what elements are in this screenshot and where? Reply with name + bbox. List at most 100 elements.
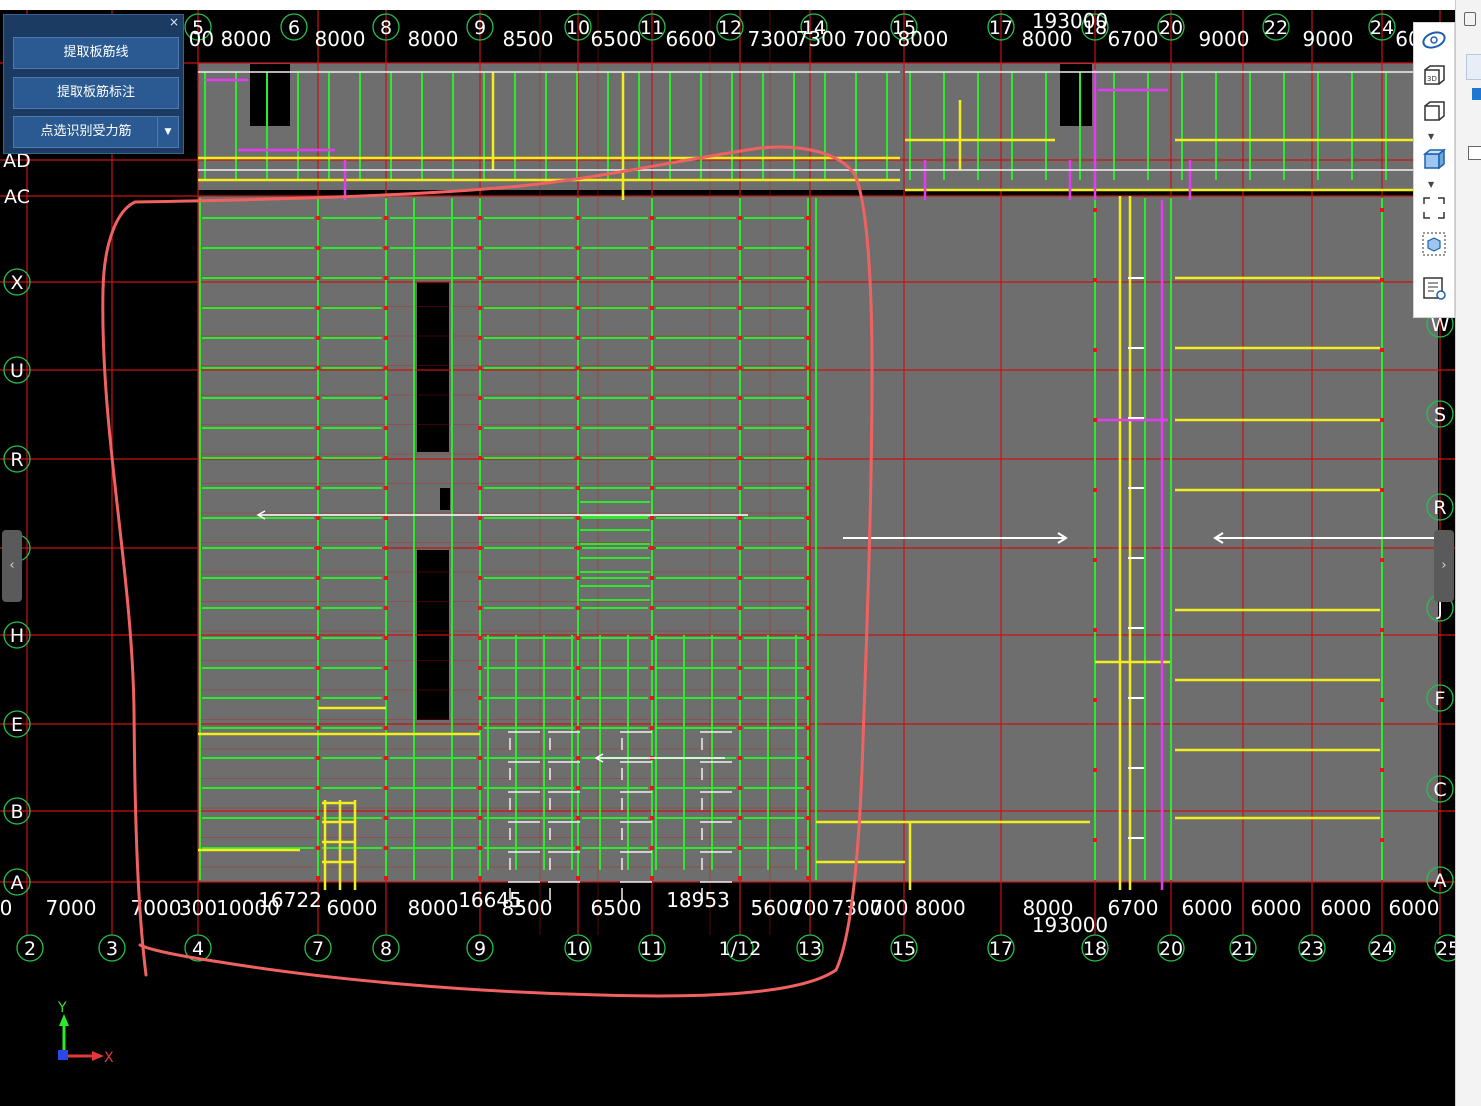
right-collapse-tab[interactable]: › (1434, 530, 1454, 602)
rebar-end-mark (316, 486, 320, 490)
top-axis-bubble-label: 24 (1370, 17, 1394, 39)
rebar-end-mark (806, 216, 810, 220)
rebar-end-mark (478, 516, 482, 520)
rebar-end-mark (650, 426, 654, 430)
rebar-end-mark (806, 726, 810, 730)
right-axis-bubble-circle (1426, 684, 1454, 712)
bottom-total-dimension-text: 193000 (1032, 913, 1108, 937)
bottom-dimension-text: 6500 (591, 896, 642, 920)
checkbox-icon[interactable] (1472, 88, 1481, 100)
rebar-end-mark (384, 486, 388, 490)
close-icon[interactable]: × (168, 15, 179, 29)
extract-slab-rebar-annotation-button[interactable]: 提取板筋标注 (13, 77, 179, 109)
rebar-end-mark (478, 486, 482, 490)
bottom-axis-bubble-circle (638, 934, 666, 962)
rebar-end-mark (316, 876, 320, 880)
top-dimension-text: 7300 (748, 27, 799, 51)
rebar-end-mark (738, 396, 742, 400)
top-dimension-text: 7300 700 8000 (796, 27, 949, 51)
zoom-extents-icon[interactable] (1420, 195, 1448, 221)
rebar-end-mark (384, 726, 388, 730)
select-3d-icon[interactable] (1420, 231, 1448, 257)
bottom-dimension-text: 6000 (1251, 896, 1302, 920)
rebar-end-mark (806, 486, 810, 490)
top-axis-bubble-circle (716, 13, 744, 41)
rebar-end-mark (316, 456, 320, 460)
right-axis-bubble-circle (1426, 493, 1454, 521)
rebar-end-mark (650, 486, 654, 490)
orbit-icon[interactable] (1420, 27, 1448, 53)
rebar-end-mark (738, 456, 742, 460)
rebar-end-mark (738, 486, 742, 490)
pane-tab[interactable] (1466, 54, 1481, 80)
rebar-end-mark (384, 576, 388, 580)
bottom-dimension-text: 10000 (216, 896, 280, 920)
box-view-icon[interactable] (1420, 99, 1448, 125)
pick-identify-stress-rebar-button[interactable]: 点选识别受力筋 ▼ (13, 116, 179, 148)
right-axis-bubble-circle (1426, 400, 1454, 428)
top-dimension-text: 8000 (315, 27, 366, 51)
rebar-end-mark (1380, 768, 1384, 772)
extract-slab-rebar-line-button[interactable]: 提取板筋线 (13, 37, 179, 69)
opening (440, 488, 450, 510)
lock-icon[interactable] (1464, 12, 1476, 26)
rebar-end-mark (384, 276, 388, 280)
box-solid-view-icon[interactable] (1420, 147, 1448, 173)
rebar-end-mark (738, 306, 742, 310)
bottom-axis-bubble-label: 11 (640, 938, 664, 960)
bottom-axis-bubble-circle (1157, 934, 1185, 962)
chevron-down-icon[interactable]: ▼ (1428, 132, 1435, 141)
rebar-end-mark (650, 606, 654, 610)
bottom-dimension-text: 700 (791, 896, 829, 920)
rebar-end-mark (478, 276, 482, 280)
bottom-axis-bubble-circle (184, 934, 212, 962)
button-label: 提取板筋线 (63, 45, 129, 60)
top-axis-bubble-circle (987, 13, 1015, 41)
top-dimension-text: 00 8000 (189, 27, 272, 51)
rebar-end-mark (806, 426, 810, 430)
rebar-end-mark (806, 876, 810, 880)
bottom-dimension-text: 6700 (1108, 896, 1159, 920)
top-axis-bubble-label: 8 (380, 17, 392, 39)
top-dimension-text: 6700 (1108, 27, 1159, 51)
collapse-box-icon[interactable] (1468, 146, 1481, 160)
top-axis-bubble-circle (638, 13, 666, 41)
left-axis-bubble-label: E (11, 714, 23, 736)
bottom-dimension-text: 8000 (1023, 896, 1074, 920)
top-axis-bubble-label: 14 (802, 17, 826, 39)
rebar-end-mark (806, 546, 810, 550)
chevron-down-icon[interactable]: ▼ (157, 117, 178, 147)
bottom-axis-bubble-circle (1081, 934, 1109, 962)
view-3d-icon[interactable]: 3D (1420, 63, 1448, 89)
bottom-dimension-text: 300 (179, 896, 217, 920)
rebar-end-mark (576, 276, 580, 280)
chevron-down-icon[interactable]: ▼ (1428, 180, 1435, 189)
rebar-end-mark (1380, 348, 1384, 352)
rebar-end-mark (650, 666, 654, 670)
left-axis-bubble-circle (3, 621, 31, 649)
bottom-axis-bubble-label: 4 (192, 938, 204, 960)
right-axis-bubble-label: J (1436, 598, 1443, 620)
left-axis-bubble-circle (3, 710, 31, 738)
rebar-end-mark (576, 486, 580, 490)
left-collapse-tab[interactable]: ‹ (2, 530, 22, 602)
ucs-y-label: Y (57, 1000, 67, 1016)
rebar-end-mark (738, 246, 742, 250)
top-axis-bubble-circle (1081, 13, 1109, 41)
rebar-end-mark (1380, 278, 1384, 282)
bottom-dimension-text: 7000 (46, 896, 97, 920)
rebar-end-mark (806, 636, 810, 640)
left-axis-bubble-label: R (10, 449, 23, 471)
properties-side-pane[interactable] (1455, 0, 1481, 1106)
rebar-end-mark (384, 816, 388, 820)
rebar-end-mark (478, 756, 482, 760)
red-annotation-circle (101, 145, 874, 998)
bottom-axis-bubble-circle (987, 934, 1015, 962)
bottom-dimension-text: 6000 (1182, 896, 1233, 920)
rebar-end-mark (738, 516, 742, 520)
property-list-icon[interactable] (1420, 275, 1448, 301)
right-axis-bubble-label: W (1431, 314, 1450, 336)
rebar-end-mark (1093, 698, 1097, 702)
